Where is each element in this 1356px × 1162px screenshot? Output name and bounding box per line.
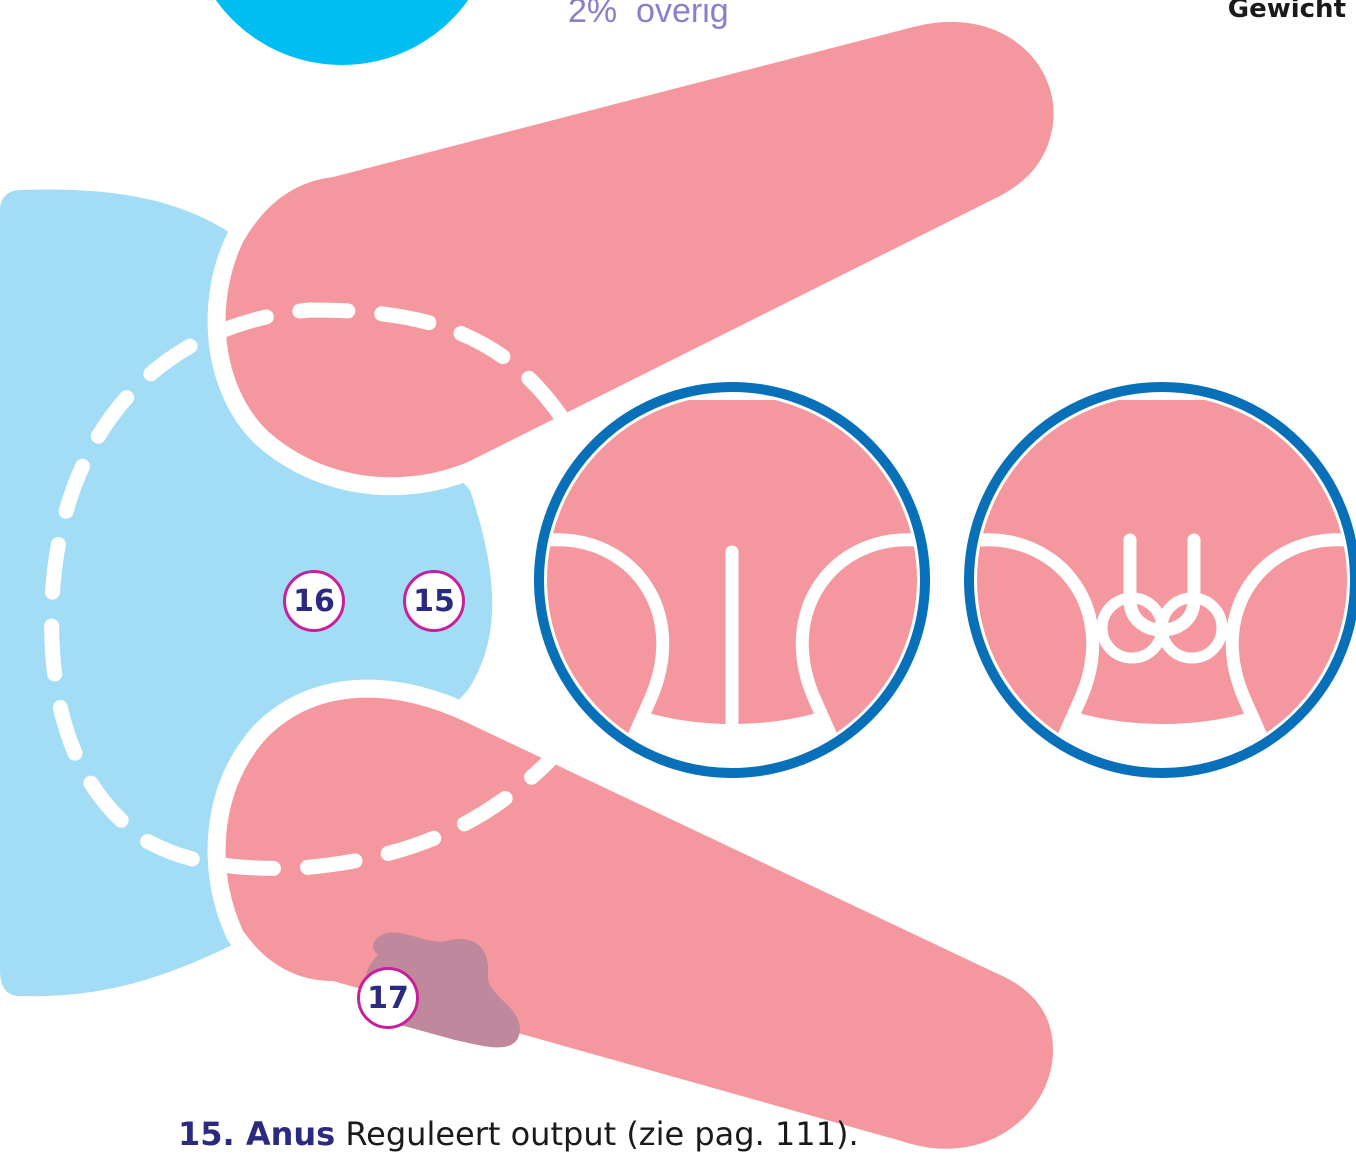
caption-title: 15. Anus — [178, 1115, 335, 1153]
marker-16: 16 — [283, 570, 345, 632]
legend-percent: 2% — [568, 0, 617, 30]
marker-15: 15 — [403, 570, 465, 632]
gewicht-label: Gewicht — [1228, 0, 1346, 24]
female-anatomy-callout — [520, 387, 945, 790]
legend-item: 2% overig — [568, 0, 729, 31]
caption: 15. Anus Reguleert output (zie pag. 111)… — [178, 1115, 859, 1153]
male-anatomy-callout — [950, 387, 1356, 790]
legend-label: overig — [636, 0, 729, 30]
lower-leg — [217, 689, 1062, 1158]
caption-text: Reguleert output (zie pag. 111). — [345, 1115, 858, 1153]
marker-17: 17 — [357, 967, 419, 1029]
head-shape — [187, 0, 497, 65]
